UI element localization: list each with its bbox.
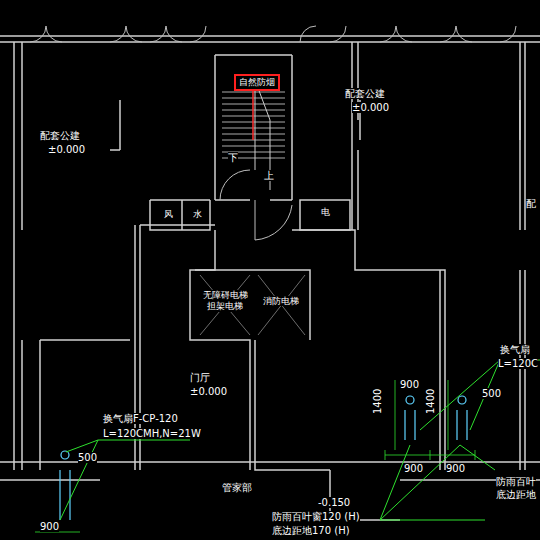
plan-label: L=120CMH,N=21W <box>103 428 201 439</box>
node-text: 电 <box>320 207 331 218</box>
dimension-text: 1400 <box>425 389 436 414</box>
room-label: 水 <box>186 206 208 222</box>
dimension-text: 900 <box>404 463 423 474</box>
elevator-label: 无障碍电梯担架电梯 <box>199 284 251 318</box>
elevator-label: 消防电梯 <box>258 292 304 310</box>
plan-label: 底边距地 <box>496 489 536 500</box>
room-label: 电 <box>313 204 337 220</box>
dimension-text: 900 <box>40 521 59 532</box>
elevator-cross <box>200 275 305 335</box>
door-arcs <box>30 26 516 240</box>
dimension-text: 900 <box>400 379 419 390</box>
fan-symbols <box>60 396 467 520</box>
node-text: 水 <box>192 209 203 220</box>
plan-label: 下 <box>228 152 238 163</box>
walls <box>0 36 540 520</box>
node-text: 无障碍电梯 <box>202 290 249 301</box>
stair-tread <box>222 146 285 147</box>
dimension-text: ±0.000 <box>352 102 389 113</box>
plan-label: 配 <box>526 198 536 209</box>
plan-label: 防雨百叶 <box>496 476 536 487</box>
plan-label: 底边距地170 (H) <box>272 525 350 536</box>
dimension-text: 500 <box>482 388 501 399</box>
plan-label: 换气扇 <box>500 344 530 355</box>
dimension-text: 900 <box>446 463 465 474</box>
dimension-text: -0.150 <box>318 497 350 508</box>
plan-label: 管家部 <box>222 482 252 493</box>
node-text: 自然防烟 <box>238 77 276 88</box>
dimension-text: 1400 <box>372 389 383 414</box>
node-text: 风 <box>163 209 174 220</box>
smoke-sign-box: 自然防烟 <box>234 74 280 91</box>
node-text: 消防电梯 <box>262 296 300 307</box>
dimension-text: ±0.000 <box>48 144 85 155</box>
dimension-lines <box>35 380 475 532</box>
red-leader <box>252 88 254 140</box>
plan-label: 防雨百叶窗120 (H) <box>272 511 360 522</box>
plan-label: L=120C <box>498 358 538 369</box>
plan-label: 上 <box>264 170 274 181</box>
node-text: 担架电梯 <box>206 301 244 312</box>
room-label: 风 <box>157 206 179 222</box>
dimension-text: ±0.000 <box>190 386 227 397</box>
leader-lines <box>60 360 540 520</box>
plan-label: 配套公建 <box>345 88 385 99</box>
plan-label: 配套公建 <box>40 130 80 141</box>
dimension-text: 500 <box>78 452 97 463</box>
plan-label: 换气扇F-CP-120 <box>103 413 178 424</box>
plan-label: 门厅 <box>190 372 210 383</box>
